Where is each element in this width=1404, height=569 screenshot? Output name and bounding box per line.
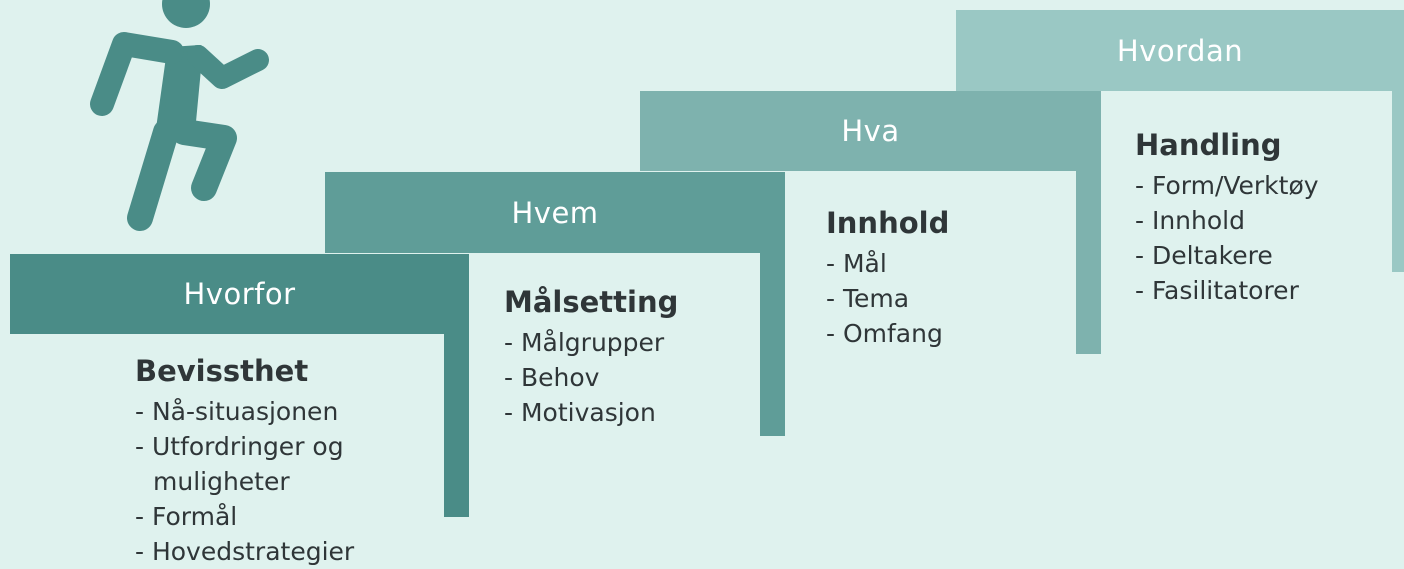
step-label-hvorfor: Hvorfor <box>10 254 469 334</box>
list-item: - Nå-situasjonen <box>135 397 339 426</box>
list-item: - Utfordringer og muligheter <box>135 432 344 496</box>
list-item: - Formål <box>135 502 238 531</box>
list-item: - Målgrupper <box>504 328 665 357</box>
step-content-hva: Innhold - Mål - Tema - Omfang <box>826 206 1066 351</box>
list-item: - Behov <box>504 363 600 392</box>
step-content-hvem: Målsetting - Målgrupper - Behov - Motiva… <box>504 285 754 430</box>
list-item: - Omfang <box>826 319 943 348</box>
list-item: - Hovedstrategier <box>135 537 355 566</box>
step-heading: Innhold <box>826 206 950 240</box>
step-item-list: - Form/Verktøy - Innhold - Deltakere - F… <box>1135 168 1385 308</box>
running-person-icon <box>90 0 269 231</box>
step-item-list: - Mål - Tema - Omfang <box>826 246 1066 351</box>
list-item: - Motivasjon <box>504 398 656 427</box>
step-riser-hvordan <box>1392 91 1404 272</box>
step-riser-hvem <box>760 253 785 436</box>
step-content-hvorfor: Bevissthet - Nå-situasjonen - Utfordring… <box>135 354 435 569</box>
step-heading: Målsetting <box>504 285 679 319</box>
step-label-hvordan: Hvordan <box>956 10 1404 91</box>
step-heading: Handling <box>1135 128 1282 162</box>
step-label-hva: Hva <box>640 91 1101 171</box>
list-item: - Form/Verktøy <box>1135 171 1319 200</box>
list-item: - Deltakere <box>1135 241 1273 270</box>
list-item: - Mål <box>826 249 887 278</box>
step-riser-hva <box>1076 171 1101 354</box>
step-heading: Bevissthet <box>135 354 309 388</box>
list-item: - Innhold <box>1135 206 1245 235</box>
list-item: - Fasilitatorer <box>1135 276 1299 305</box>
step-item-list: - Nå-situasjonen - Utfordringer og mulig… <box>135 394 435 569</box>
list-item: - Tema <box>826 284 910 313</box>
step-riser-hvorfor <box>444 334 469 517</box>
step-label-hvem: Hvem <box>325 172 785 253</box>
step-content-hvordan: Handling - Form/Verktøy - Innhold - Delt… <box>1135 128 1385 308</box>
step-item-list: - Målgrupper - Behov - Motivasjon <box>504 325 754 430</box>
